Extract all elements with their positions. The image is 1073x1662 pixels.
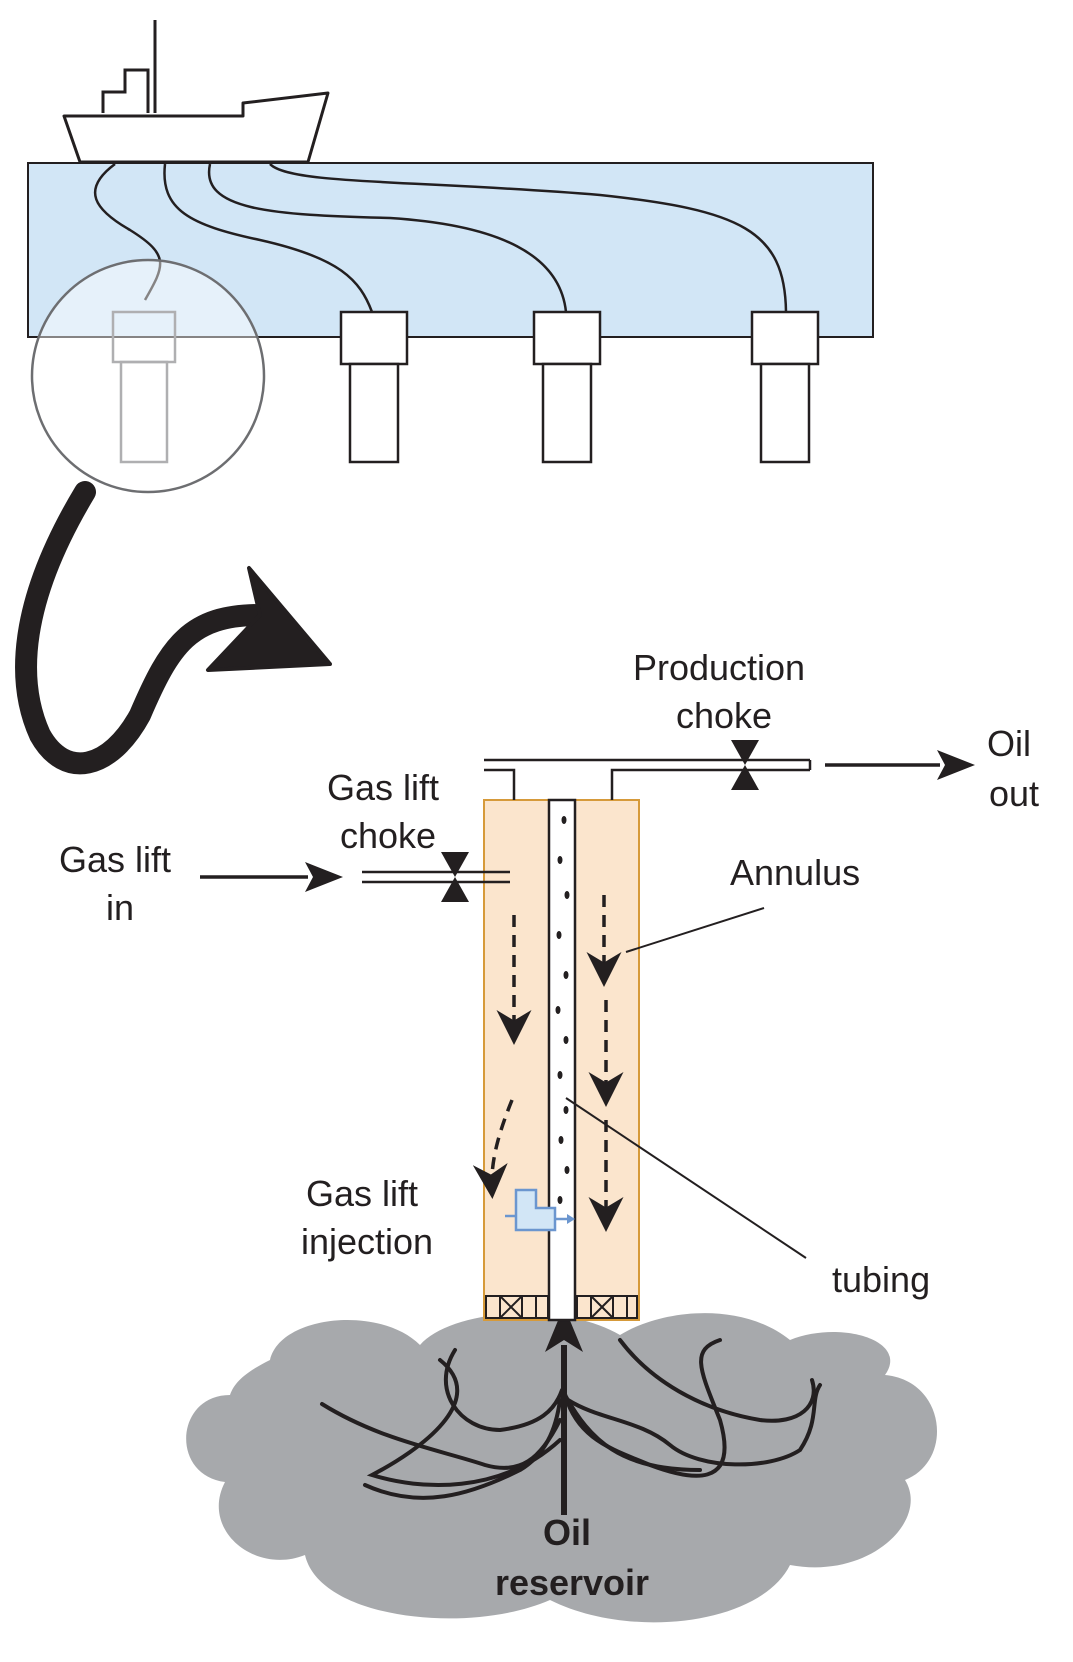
tubing-bubbles bbox=[555, 816, 570, 1204]
oil-reservoir-label: Oil reservoir bbox=[495, 1512, 649, 1603]
annulus-label: Annulus bbox=[730, 852, 860, 893]
ship bbox=[62, 20, 330, 164]
reservoir-arrow bbox=[545, 1306, 583, 1515]
production-choke-label-line1: Production bbox=[633, 647, 805, 688]
tubing-pipe bbox=[547, 798, 577, 1322]
gas-lift-in-label-line2: in bbox=[106, 887, 134, 928]
oil-reservoir-label-line1: Oil bbox=[543, 1512, 591, 1553]
zoom-arrow bbox=[15, 481, 332, 775]
well-bore bbox=[483, 798, 640, 1322]
gas-lift-in-label-line1: Gas lift bbox=[59, 839, 171, 880]
gas-lift-valve bbox=[505, 1188, 575, 1232]
gas-lift-choke-label: Gas lift choke bbox=[327, 767, 449, 856]
tubing-label: tubing bbox=[832, 1259, 930, 1300]
reservoir bbox=[186, 1306, 938, 1623]
packer-right bbox=[576, 1295, 638, 1319]
riser-lines bbox=[93, 162, 788, 313]
gas-lift-choke-valve bbox=[441, 852, 469, 902]
reservoir-flow-lines bbox=[320, 1338, 822, 1500]
oil-out-label-line2: out bbox=[989, 773, 1039, 814]
wellhead-1 bbox=[111, 310, 177, 464]
gas-lift-injection-label-line2: injection bbox=[301, 1221, 433, 1262]
wellhead-2 bbox=[339, 310, 409, 464]
gas-lift-injection-label-line1: Gas lift bbox=[306, 1173, 418, 1214]
oil-out-label-line1: Oil bbox=[987, 723, 1031, 764]
packer-left bbox=[485, 1295, 549, 1319]
wellhead-3 bbox=[532, 310, 602, 464]
oil-out-label: Oil out bbox=[987, 723, 1041, 814]
gas-lift-in-label: Gas lift in bbox=[59, 839, 181, 928]
production-choke-valve bbox=[731, 740, 759, 790]
gas-lift-injection-label: Gas lift injection bbox=[301, 1173, 433, 1262]
wellheads bbox=[111, 310, 820, 464]
production-choke-label: Production choke bbox=[633, 647, 815, 736]
sea-water bbox=[27, 162, 874, 338]
production-choke-label-line2: choke bbox=[676, 695, 772, 736]
gas-lift-choke-label-line2: choke bbox=[340, 815, 436, 856]
oil-reservoir-label-line2: reservoir bbox=[495, 1562, 649, 1603]
leader-lines bbox=[565, 907, 807, 1259]
gas-lift-in-arrow bbox=[200, 862, 343, 892]
oil-out-arrow bbox=[825, 750, 975, 780]
gas-lift-choke-label-line1: Gas lift bbox=[327, 767, 439, 808]
wellhead-4 bbox=[750, 310, 820, 464]
annulus-left bbox=[483, 799, 551, 1321]
magnifier-circle bbox=[30, 258, 266, 494]
gas-flow-arrows bbox=[472, 895, 624, 1232]
